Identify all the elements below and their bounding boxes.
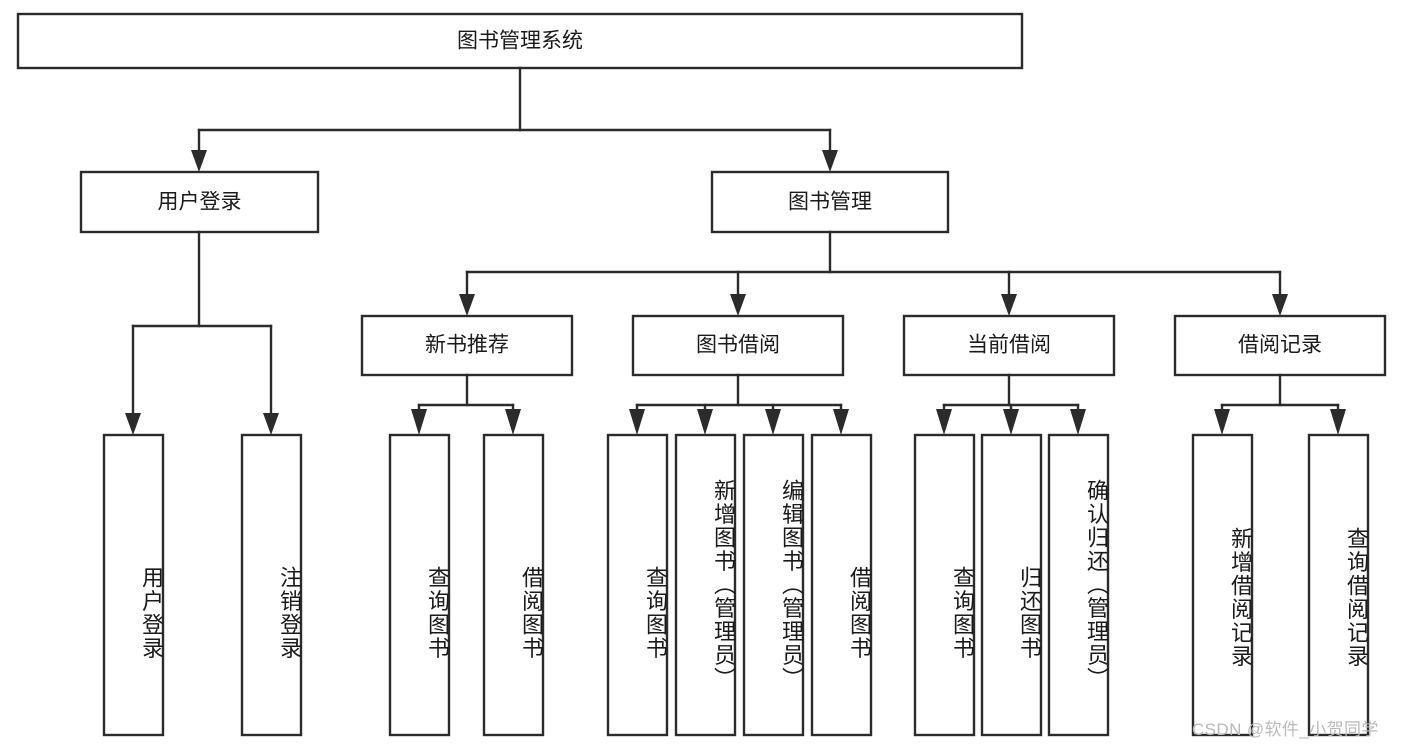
leaf-bb-borrow-book-box[interactable] [810, 433, 873, 737]
node-new-book-box[interactable] [360, 314, 574, 377]
node-root-label: 图书管理系统 [457, 30, 583, 53]
arrowhead-br-leaf-0 [1214, 409, 1230, 435]
leaf-cb-query-book-box[interactable] [913, 433, 976, 737]
arrowhead-book-borrow [730, 294, 746, 316]
arrowhead-user-login [191, 150, 207, 172]
arrowhead-book-manage [822, 150, 838, 172]
arrowhead-current-borrow [1001, 294, 1017, 316]
arrowhead-borrow-record [1272, 294, 1288, 316]
leaf-logout-box[interactable] [240, 433, 303, 737]
leaf-nb-borrow-book-box[interactable] [482, 433, 545, 737]
watermark-text: CSDN @软件_小贺同学 [1192, 720, 1379, 739]
node-book-manage-box[interactable] [710, 170, 950, 234]
node-book-borrow-box[interactable] [631, 314, 845, 377]
leaf-cb-confirm-return-box[interactable] [1047, 433, 1110, 737]
node-user-login-label: 用户登录 [158, 191, 242, 214]
arrowhead-leaf-logout [263, 413, 279, 435]
leaf-bb-add-book-box[interactable] [674, 433, 737, 737]
node-borrow-record-label: 借阅记录 [1238, 334, 1322, 357]
leaf-bb-query-book-box[interactable] [606, 433, 669, 737]
leaf-br-query-record-box[interactable] [1307, 433, 1370, 737]
arrowhead-bb-leaf-1 [697, 409, 713, 435]
node-new-book-label: 新书推荐 [425, 334, 509, 357]
arrowhead-nb-leaf-1 [505, 409, 521, 435]
arrowhead-br-leaf-1 [1330, 409, 1346, 435]
arrowhead-bb-leaf-3 [833, 409, 849, 435]
leaf-nb-query-book-box[interactable] [388, 433, 451, 737]
node-borrow-record-box[interactable] [1173, 314, 1387, 377]
node-book-manage-label: 图书管理 [788, 191, 872, 214]
arrowhead-bb-leaf-2 [765, 409, 781, 435]
leaf-cb-return-book-box[interactable] [980, 433, 1043, 737]
arrowhead-cb-leaf-1 [1003, 409, 1019, 435]
node-current-borrow-label: 当前借阅 [967, 334, 1051, 357]
node-current-borrow-box[interactable] [902, 314, 1116, 377]
arrowhead-cb-leaf-0 [936, 409, 952, 435]
leaf-bb-edit-book-box[interactable] [742, 433, 805, 737]
leaf-user-login-box[interactable] [102, 433, 165, 737]
arrowhead-new-book [459, 294, 475, 316]
arrowhead-leaf-user-login [125, 413, 141, 435]
arrowhead-cb-leaf-2 [1070, 409, 1086, 435]
leaf-br-add-record-box[interactable] [1191, 433, 1254, 737]
arrowhead-nb-leaf-0 [411, 409, 427, 435]
node-root-box[interactable] [16, 12, 1024, 70]
arrowhead-bb-leaf-0 [629, 409, 645, 435]
node-book-borrow-label: 图书借阅 [696, 334, 780, 357]
